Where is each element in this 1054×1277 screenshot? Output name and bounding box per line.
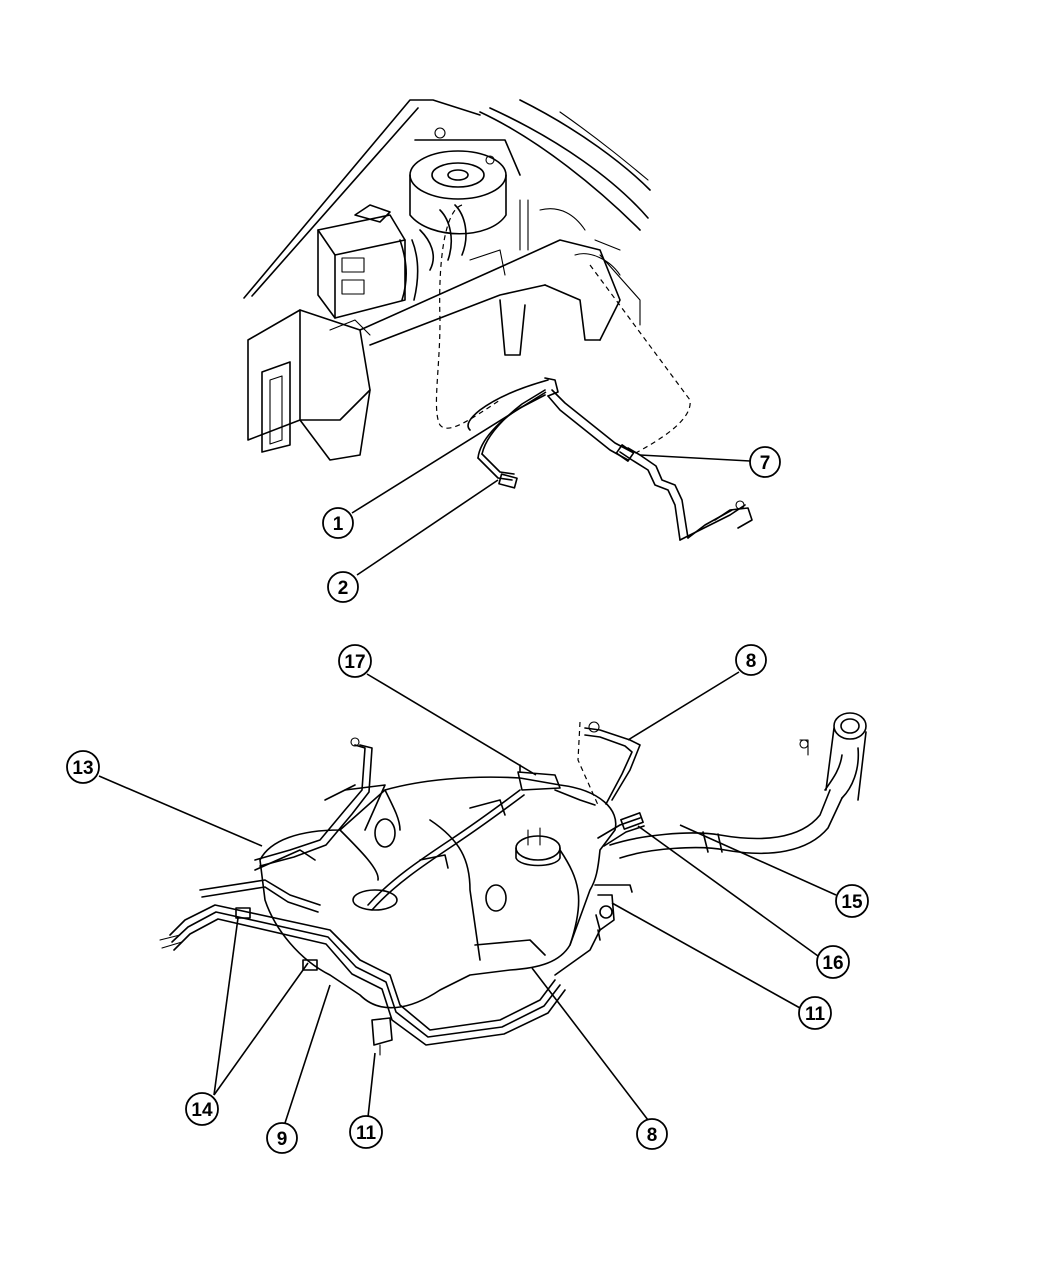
fuel-tank-illustration: [159, 712, 867, 1056]
callout-11-bottom-label: 11: [356, 1123, 377, 1144]
callout-14: 14: [185, 1092, 219, 1126]
callout-15-label: 15: [841, 892, 863, 913]
fuel-supply-line: [467, 377, 633, 489]
callout-1: 1: [322, 507, 354, 539]
engine-compartment-illustration: [243, 99, 651, 461]
callout-15: 15: [835, 884, 869, 918]
callout-16: 16: [816, 945, 850, 979]
callout-11-bottom: 11: [349, 1115, 383, 1149]
callout-7-label: 7: [760, 453, 771, 474]
callout-8-bottom-label: 8: [647, 1125, 658, 1146]
callout-13: 13: [66, 750, 100, 784]
callout-8-top-label: 8: [746, 651, 757, 672]
fuel-return-line: [615, 444, 753, 541]
callout-17: 17: [338, 644, 372, 678]
leader-lines: [98, 391, 837, 1124]
callout-11-right-label: 11: [805, 1004, 826, 1025]
callout-8-bottom: 8: [636, 1118, 668, 1150]
callout-16-label: 16: [822, 953, 843, 974]
callout-2: 2: [327, 571, 359, 603]
callout-9: 9: [266, 1122, 298, 1154]
callout-13-label: 13: [72, 758, 93, 779]
callout-9-label: 9: [277, 1129, 288, 1150]
callout-14-label: 14: [191, 1100, 213, 1121]
callout-2-label: 2: [338, 578, 349, 599]
reference-dashed-outline: [435, 204, 501, 429]
callout-8-top: 8: [735, 644, 767, 676]
callout-17-label: 17: [344, 652, 365, 673]
callout-11-right: 11: [798, 996, 832, 1030]
callout-7: 7: [749, 446, 781, 478]
callout-1-label: 1: [333, 514, 344, 535]
